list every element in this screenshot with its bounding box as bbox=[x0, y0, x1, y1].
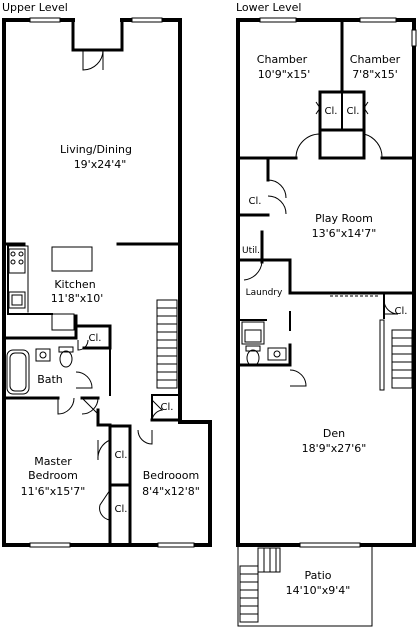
lower-stairs bbox=[391, 329, 413, 389]
lower-toilet-icon bbox=[246, 349, 260, 367]
toilet-icon bbox=[59, 350, 73, 368]
laundry-fixtures bbox=[241, 321, 287, 367]
living-label: Living/Dining bbox=[60, 143, 132, 156]
living-dim: 19'x24'4" bbox=[74, 158, 127, 171]
upper-closet-label-2: Cl. bbox=[161, 402, 174, 413]
kitchen-fixtures bbox=[8, 246, 93, 331]
patio-outline bbox=[237, 547, 373, 627]
playroom-dim: 13'6"x14'7" bbox=[312, 227, 377, 240]
stove-icon bbox=[8, 248, 26, 274]
bath-label: Bath bbox=[37, 373, 63, 386]
lower-closet-label-2: Cl. bbox=[347, 106, 360, 117]
lower-level-title: Lower Level bbox=[236, 1, 301, 14]
kitchen-label: Kitchen bbox=[54, 278, 95, 291]
sink-icon bbox=[8, 291, 26, 309]
master-dim: 11'6"x15'7" bbox=[21, 485, 86, 498]
patio-dim: 14'10"x9'4" bbox=[286, 584, 351, 597]
lower-closet-label-3: Cl. bbox=[249, 196, 262, 207]
bedroom-dim: 8'4"x12'8" bbox=[142, 485, 200, 498]
refrigerator-icon bbox=[51, 313, 75, 331]
bath-fixtures bbox=[6, 346, 74, 395]
kitchen-island bbox=[51, 246, 93, 272]
kitchen-dim: 11'8"x10' bbox=[51, 292, 104, 305]
laundry-label: Laundry bbox=[246, 288, 283, 298]
upper-doors bbox=[57, 49, 164, 521]
lower-doors bbox=[243, 101, 399, 387]
lower-windows bbox=[259, 17, 417, 548]
master-label-1: Master bbox=[34, 455, 72, 468]
lower-sink-icon bbox=[267, 347, 287, 361]
master-label-2: Bedroom bbox=[28, 469, 78, 482]
lower-closet-label-4: Cl. bbox=[395, 306, 408, 317]
bath-sink-icon bbox=[35, 348, 51, 362]
upper-level-title: Upper Level bbox=[2, 1, 68, 14]
util-label: Util. bbox=[242, 246, 260, 256]
lower-level-walls bbox=[236, 18, 416, 547]
upper-closet-label-3: Cl. bbox=[115, 450, 128, 461]
chamber-right-dim: 7'8"x15' bbox=[352, 68, 398, 81]
chamber-left-label: Chamber bbox=[257, 53, 308, 66]
bedroom-label: Bedrooom bbox=[143, 469, 199, 482]
den-dim: 18'9"x27'6" bbox=[302, 442, 367, 455]
bathtub-icon bbox=[6, 349, 30, 395]
upper-closet-label-1: Cl. bbox=[89, 333, 102, 344]
lower-closet-label-1: Cl. bbox=[325, 106, 338, 117]
upper-closet-label-4: Cl. bbox=[115, 504, 128, 515]
playroom-label: Play Room bbox=[315, 212, 373, 225]
patio-label: Patio bbox=[305, 569, 332, 582]
chamber-left-dim: 10'9"x15' bbox=[258, 68, 311, 81]
washer-icon bbox=[241, 321, 265, 345]
den-label: Den bbox=[323, 427, 345, 440]
upper-windows bbox=[29, 17, 195, 548]
chamber-right-label: Chamber bbox=[350, 53, 401, 66]
upper-stairs bbox=[156, 299, 178, 389]
